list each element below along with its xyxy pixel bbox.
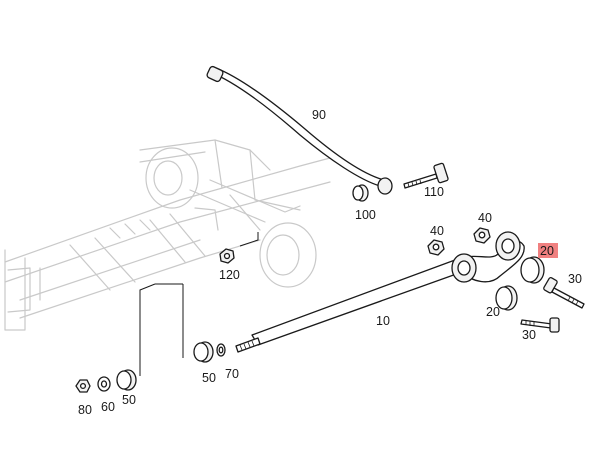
bushing-20-lower (495, 285, 518, 311)
callout-90: 90 (312, 108, 326, 122)
bushing-50-mid (193, 341, 214, 363)
washer-70 (216, 343, 226, 357)
highlight-box (538, 243, 558, 258)
callout-100: 100 (355, 208, 376, 222)
callout-50-mid: 50 (202, 371, 216, 385)
callout-120: 120 (219, 268, 240, 282)
nut-40-right (473, 227, 491, 244)
bolt-110 (403, 162, 449, 189)
callout-60: 60 (101, 400, 115, 414)
washer-60 (97, 376, 111, 392)
nut-40-left (427, 239, 445, 256)
leader-120 (239, 232, 259, 247)
callout-20-left: 20 (486, 305, 500, 319)
callout-110: 110 (424, 185, 444, 199)
callout-30-lower: 30 (522, 328, 536, 342)
track-bar (206, 65, 393, 195)
bolt-30-lower (520, 317, 560, 333)
vehicle-frame-outline (4, 139, 331, 331)
callout-30-upper: 30 (568, 272, 582, 286)
nut-80 (75, 379, 91, 393)
bushing-50-left (116, 369, 137, 391)
callout-10: 10 (376, 314, 390, 328)
trailing-arm (235, 231, 525, 353)
nut-120 (219, 248, 235, 264)
callout-50-left: 50 (122, 393, 136, 407)
callout-70: 70 (225, 367, 239, 381)
bushing-100 (352, 184, 369, 202)
callout-40-right: 40 (478, 211, 492, 225)
bushing-20-upper (520, 256, 545, 284)
callout-80: 80 (78, 403, 92, 417)
bolt-30-upper (543, 277, 585, 309)
leader-left (139, 283, 156, 376)
callout-40-left: 40 (430, 224, 444, 238)
callout-20-highlighted: 20 (540, 244, 554, 258)
